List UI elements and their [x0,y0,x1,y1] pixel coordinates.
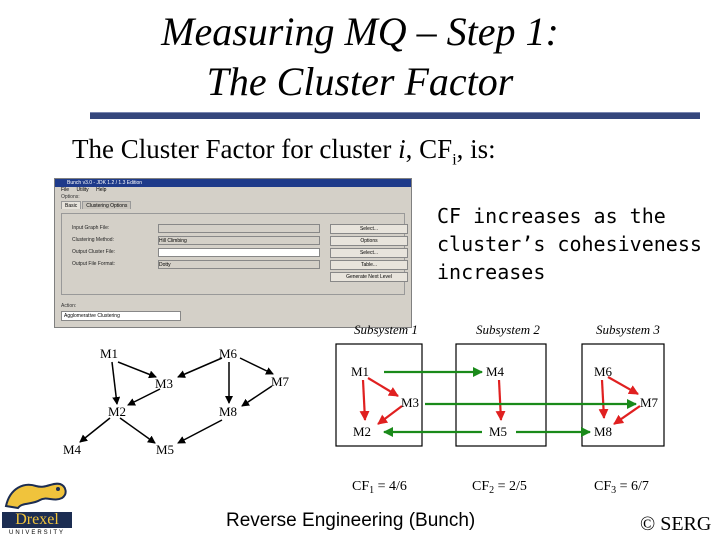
cf-values: CF1 = 4/6 CF2 = 2/5 CF3 = 6/7 [352,479,649,496]
edge [242,386,272,406]
edge [602,380,604,418]
node-label: M6 [594,364,613,379]
edge [178,420,222,443]
node-label: M5 [489,424,507,439]
cf-1: CF1 = 4/6 [352,479,407,496]
slide-footer: Reverse Engineering (Bunch) [226,510,475,532]
edge [118,362,156,377]
node-label: M2 [108,404,126,419]
edge [112,362,117,404]
edge [499,380,501,420]
edge [378,406,402,424]
node-label: M2 [353,424,371,439]
cf-3: CF3 = 6/7 [594,479,649,496]
node-label: M3 [401,395,419,410]
node-label: M7 [271,374,290,389]
edge [120,418,155,443]
node-label: M4 [486,364,505,379]
node-label: M5 [156,442,174,457]
node-label: M7 [640,395,659,410]
subsystem-label: Subsystem 2 [476,322,540,337]
edge [128,389,160,405]
dragon-icon [0,478,74,512]
edge [80,418,110,442]
edge [363,380,365,420]
edge [614,406,640,424]
cf-2: CF2 = 2/5 [472,479,527,496]
subsystem-label: Subsystem 3 [596,322,660,337]
edge [178,358,222,377]
subsystem-labels: Subsystem 1 Subsystem 2 Subsystem 3 [354,322,660,337]
node-label: M8 [219,404,237,419]
node-label: M6 [219,346,238,361]
right-graph-nodes: M1 M4 M6 M3 M7 M2 M5 M8 [351,364,659,439]
subsystem-label: Subsystem 1 [354,322,418,337]
logo-word: Drexel [2,512,72,528]
node-label: M1 [351,364,369,379]
edge [608,377,638,394]
edge [368,378,398,396]
node-label: M4 [63,442,82,457]
node-label: M8 [594,424,612,439]
left-graph-nodes: M1 M6 M3 M7 M2 M8 M4 M5 [63,346,290,457]
node-label: M1 [100,346,118,361]
copyright: © SERG [640,513,711,536]
left-graph-edges [80,358,273,443]
drexel-logo: Drexel UNIVERSITY [0,478,74,540]
logo-university: UNIVERSITY [2,530,72,536]
node-label: M3 [155,376,173,391]
edge [240,358,273,374]
